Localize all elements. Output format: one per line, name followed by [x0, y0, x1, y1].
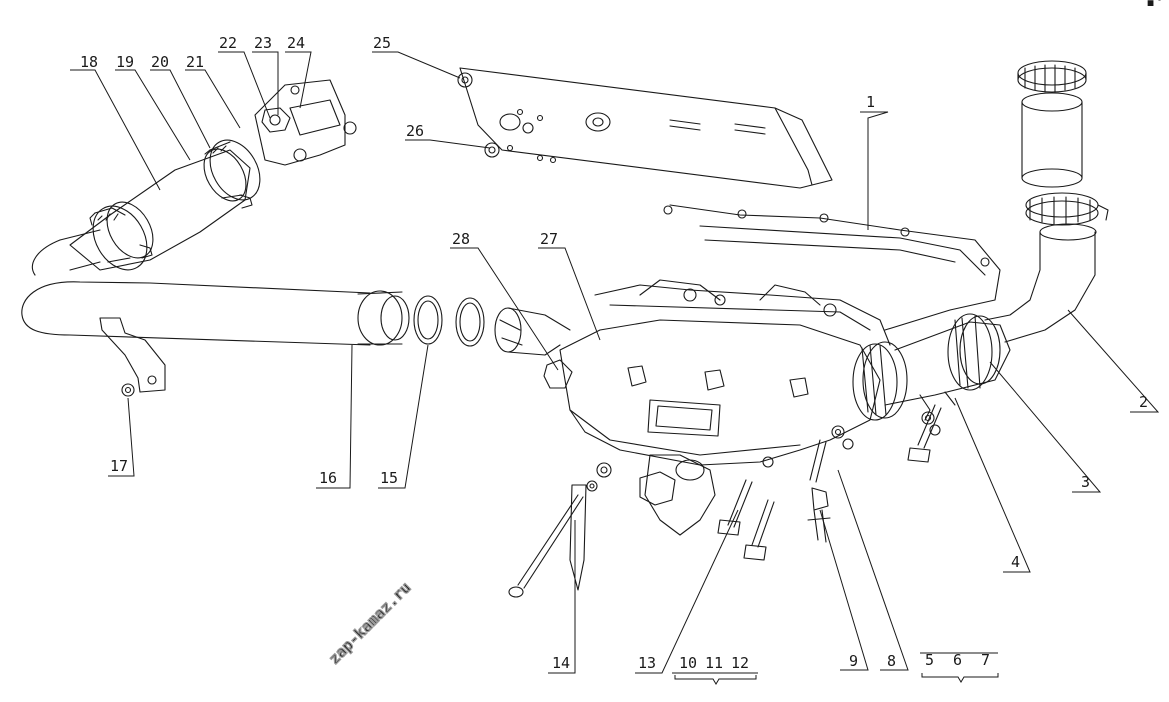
flexible-hose: [69, 79, 357, 271]
bolts-and-washers: [508, 404, 942, 598]
callout-labels: 18 19 20 21 22 23 24 25 26 1 2 3 4 5 6 7…: [80, 34, 1148, 672]
outlet-pipe: [852, 60, 1109, 421]
callout-15: 15: [380, 469, 398, 487]
callout-14: 14: [552, 654, 570, 672]
part-drawings: [21, 60, 1109, 598]
callout-20: 20: [151, 53, 169, 71]
callout-13: 13: [638, 654, 656, 672]
callout-4: 4: [1011, 553, 1020, 571]
callout-22: 22: [219, 34, 237, 52]
main-housing: [543, 204, 1001, 536]
intake-pipe: [21, 229, 410, 397]
group-braces: [674, 673, 999, 685]
callout-17: 17: [110, 457, 128, 475]
callout-27: 27: [540, 230, 558, 248]
callout-25: 25: [373, 34, 391, 52]
callout-12: 12: [731, 654, 749, 672]
callout-6: 6: [953, 651, 962, 669]
callout-18: 18: [80, 53, 98, 71]
callout-8: 8: [887, 652, 896, 670]
callout-11: 11: [705, 654, 723, 672]
callout-10: 10: [679, 654, 697, 672]
callout-24: 24: [287, 34, 305, 52]
leader-lines: [70, 51, 1160, 674]
callout-23: 23: [254, 34, 272, 52]
callout-28: 28: [452, 230, 470, 248]
callout-5: 5: [925, 651, 934, 669]
callout-16: 16: [319, 469, 337, 487]
callout-26: 26: [406, 122, 424, 140]
callout-9: 9: [849, 652, 858, 670]
callout-19: 19: [116, 53, 134, 71]
corner-mark: ▪° ▪▪▪: [1146, 0, 1169, 11]
cover-plate: [457, 67, 833, 189]
callout-3: 3: [1081, 473, 1090, 491]
callout-2: 2: [1139, 393, 1148, 411]
seal-rings: [413, 295, 571, 356]
callout-1: 1: [866, 93, 875, 111]
callout-7: 7: [981, 651, 990, 669]
watermark-text: zap-kamaz.ru: [325, 578, 414, 667]
callout-21: 21: [186, 53, 204, 71]
